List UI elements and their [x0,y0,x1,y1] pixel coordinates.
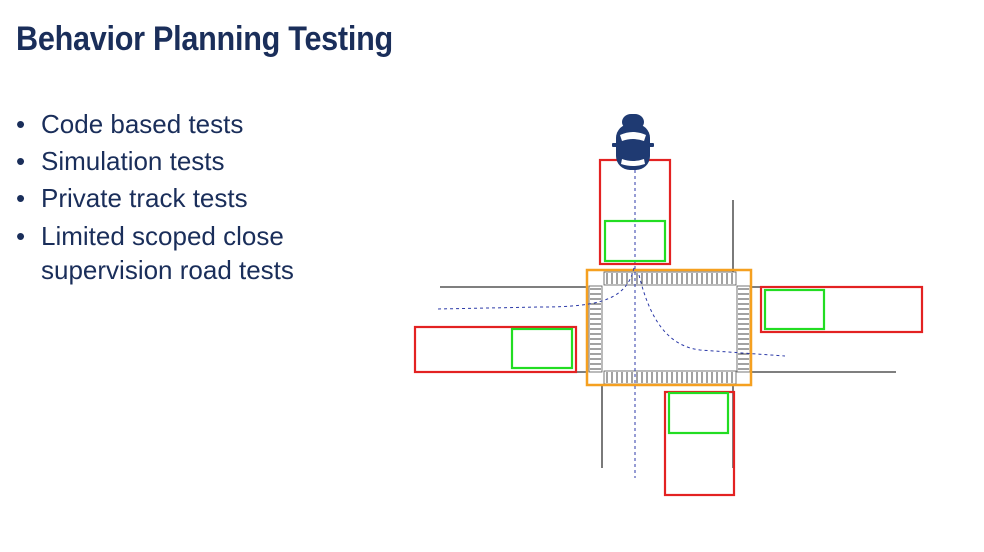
vehicle-south [667,391,730,435]
bullet-dot: • [16,183,26,213]
crosswalk-west [588,285,603,373]
bullet-text: Limited scoped close supervision road te… [41,221,294,285]
green-vehicle-boxes [510,219,826,435]
region-south [663,390,736,497]
planned-paths [436,170,786,478]
region-west [413,325,578,374]
vehicle-west [510,327,574,370]
region-east [759,285,924,334]
crosswalk-north [603,271,737,286]
bullet-dot: • [16,109,26,139]
crosswalk-south [603,370,737,385]
crosswalk-east [736,285,751,373]
car-topview-icon [612,114,654,170]
slide-title: Behavior Planning Testing [16,20,393,58]
intersection-zone-box [585,268,753,387]
bullet-item: • Limited scoped close supervision road t… [16,219,341,287]
bullet-text: Simulation tests [41,146,225,176]
bullet-text: Private track tests [41,183,248,213]
bullet-dot: • [16,221,26,251]
bullet-dot: • [16,146,26,176]
bullet-list: • Code based tests • Simulation tests • Pri… [16,108,341,292]
vehicle-north [603,219,667,263]
bullet-item: • Private track tests [16,182,341,214]
red-region-boxes [413,158,924,497]
bullet-item: • Simulation tests [16,145,341,177]
vehicle-east [763,288,826,331]
bullet-item: • Code based tests [16,108,341,140]
bullet-text: Code based tests [41,109,244,139]
